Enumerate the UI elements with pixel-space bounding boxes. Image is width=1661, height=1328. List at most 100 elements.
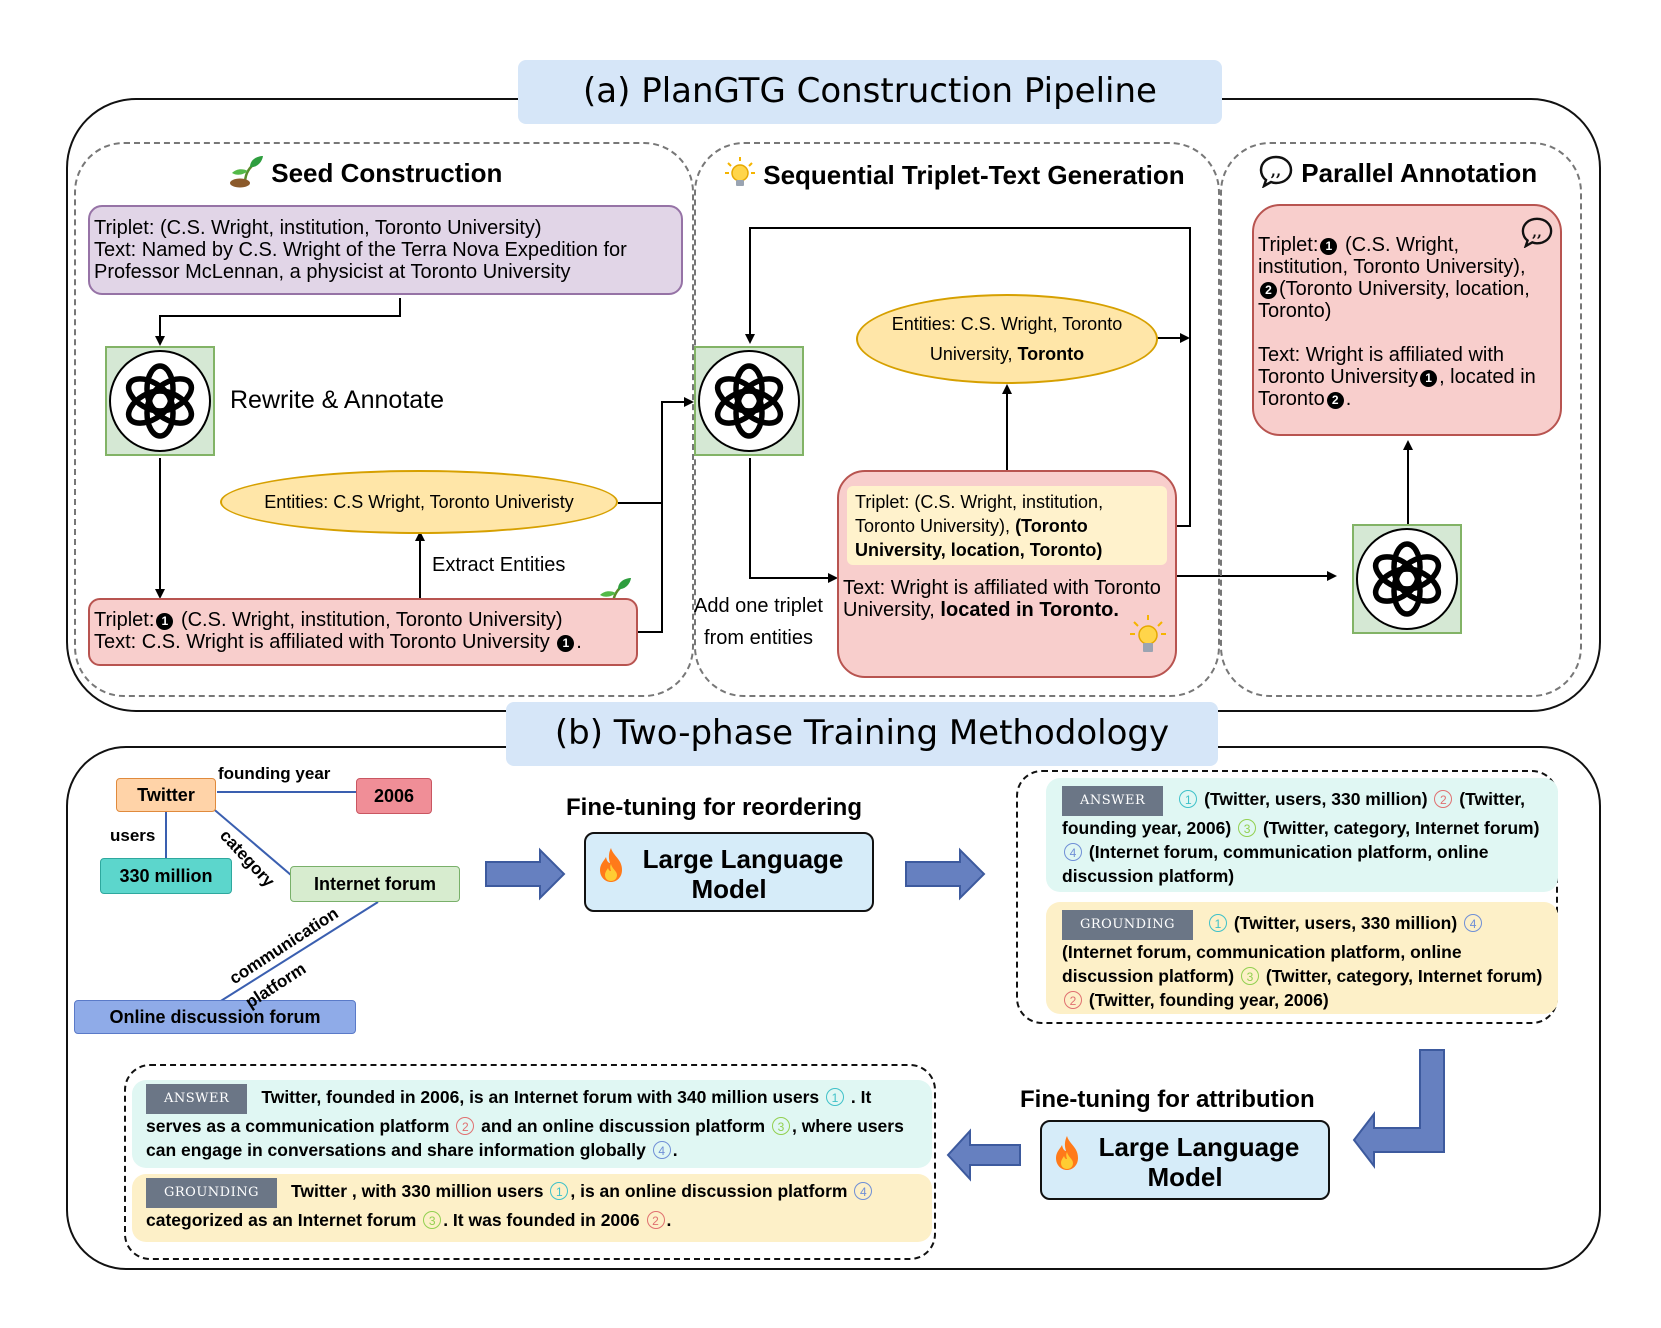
sequential-entities-text: Entities: C.S. Wright, Toronto Universit… (878, 309, 1136, 369)
seed-title-text: Seed Construction (271, 158, 503, 188)
circled-4: 4 (1064, 843, 1082, 861)
entities-plain: Entities: C.S. Wright, Toronto Universit… (891, 314, 1123, 364)
text-body: Text: C.S. Wright is affiliated with Tor… (94, 631, 556, 653)
answer-tag: ANSWER (146, 1084, 248, 1114)
circled-1: 1 (826, 1088, 845, 1106)
node-2006: 2006 (356, 778, 432, 814)
edge-label-users: users (110, 826, 156, 845)
seed-entities-text: Entities: C.S Wright, Toronto Univeristy (264, 492, 574, 512)
sentence-text: and an online discussion platform (476, 1116, 770, 1136)
marker-2: 2 (1260, 282, 1277, 299)
circled-3: 3 (771, 1117, 790, 1135)
triplet-rest: (C.S. Wright, institution, Toronto Unive… (175, 609, 563, 631)
sequential-output-box: Triplet: (C.S. Wright, institution, Toro… (837, 470, 1177, 678)
node-330-million: 330 million (100, 858, 232, 894)
seed-annotated-text: Text: C.S. Wright is affiliated with Tor… (94, 631, 632, 653)
panel-a-title: (a) PlanGTG Construction Pipeline (518, 60, 1222, 124)
reorder-llm-box: Large Language Model (584, 832, 874, 912)
sequential-generation-title: Sequential Triplet-Text Generation (724, 156, 1185, 191)
seed-input-text: Text: Named by C.S. Wright of the Terra … (94, 239, 627, 283)
seed-annotated-triplet: Triplet:1 (C.S. Wright, institution, Tor… (94, 609, 632, 631)
sequential-entities-ellipse: Entities: C.S. Wright, Toronto Universit… (856, 294, 1158, 384)
add-triplet-line1: Add one triplet (694, 595, 823, 617)
sentence-text: , where users can engage in conversation… (146, 1116, 904, 1160)
circled-1: 1 (1179, 790, 1198, 808)
rewrite-annotate-label: Rewrite & Annotate (230, 386, 445, 414)
sentence-text: . It was founded in 2006 (443, 1210, 645, 1230)
parallel-text-part2: , located in Toronto (1258, 366, 1536, 410)
svg-text:,,: ,, (1271, 162, 1281, 180)
quote-bubble-icon-small: ,, (1521, 217, 1553, 248)
circled-2: 2 (1064, 991, 1082, 1009)
circled-3: 3 (423, 1211, 442, 1229)
marker-2: 2 (1326, 392, 1344, 409)
node-twitter: Twitter (116, 778, 216, 812)
add-triplet-label: Add one triplet from entities (694, 590, 823, 654)
triplet-text: (Twitter, category, Internet forum) (1260, 966, 1543, 986)
circled-4: 4 (854, 1182, 873, 1200)
attribution-title: Fine-tuning for attribution (1020, 1086, 1315, 1113)
reorder-llm-line2: Model (691, 874, 767, 904)
marker-1: 1 (156, 613, 174, 630)
lightbulb-icon (725, 157, 755, 186)
edge-label-founding-year: founding year (218, 764, 331, 783)
gpt-model-3 (1352, 524, 1462, 634)
triplet-text: (Internet forum, communication platform,… (1062, 842, 1489, 886)
extract-entities-label: Extract Entities (432, 554, 566, 576)
circled-4: 4 (1464, 914, 1483, 932)
seed-construction-panel (74, 142, 694, 697)
triplet-text: (Twitter, users, 330 million) (1199, 789, 1433, 809)
sentence-text: Twitter, founded in 2006, is an Internet… (261, 1087, 825, 1107)
attribution-output-container (124, 1064, 936, 1260)
seed-input-box: Triplet: (C.S. Wright, institution, Toro… (88, 205, 683, 295)
sentence-text: . (666, 1210, 672, 1230)
sentence-text: . (672, 1140, 678, 1160)
parallel-text-end: . (1345, 388, 1352, 410)
circled-2: 2 (1434, 790, 1453, 808)
panel-b-title: (b) Two-phase Training Methodology (506, 702, 1218, 766)
parallel-triplet-part1: (C.S. Wright, institution, Toronto Unive… (1258, 234, 1526, 278)
openai-logo-icon (1356, 528, 1458, 630)
attribution-llm-box: Large Language Model (1040, 1120, 1330, 1200)
circled-2: 2 (456, 1117, 475, 1135)
seed-entities-ellipse: Entities: C.S Wright, Toronto Univeristy (220, 470, 618, 534)
parallel-annotation-panel (1220, 142, 1582, 697)
triplet-text: (Twitter, users, 330 million) (1228, 913, 1463, 933)
parallel-text-part1: Text: Wright is affiliated with Toronto … (1258, 344, 1505, 388)
triplet-text: (Internet forum, communication platform,… (1062, 942, 1462, 986)
parallel-text: Text: Wright is affiliated with Toronto … (1258, 344, 1552, 410)
node-online-discussion-forum: Online discussion forum (74, 1000, 356, 1034)
parallel-annotation-title: ,, Parallel Annotation (1258, 154, 1537, 189)
reorder-llm-line1: Large Language (642, 844, 844, 874)
seed-annotated-box: Triplet:1 (C.S. Wright, institution, Tor… (88, 598, 638, 666)
marker-1: 1 (1320, 238, 1338, 255)
parallel-triplet: Triplet:1 (C.S. Wright, institution, Tor… (1258, 234, 1552, 322)
parallel-title-text: Parallel Annotation (1301, 158, 1538, 188)
parallel-output-box: ,, Triplet:1 (C.S. Wright, institution, … (1252, 204, 1562, 436)
text-end: . (576, 631, 582, 653)
parallel-triplet-prefix: Triplet: (1258, 234, 1319, 256)
reorder-output-container (1016, 770, 1558, 1024)
sentence-text: . It serves as a communication platform (146, 1087, 872, 1136)
sequential-text-plain: Text: Wright is affiliated with Toronto … (843, 577, 1161, 621)
sequential-triplet-plain: Triplet: (C.S. Wright, institution, Toro… (855, 492, 1104, 536)
sentence-text: categorized as an Internet forum (146, 1210, 422, 1230)
circled-4: 4 (652, 1141, 671, 1159)
attribution-answer-box: ANSWER Twitter, founded in 2006, is an In… (132, 1080, 932, 1168)
circled-1: 1 (1208, 914, 1227, 932)
sequential-text-area: Text: Wright is affiliated with Toronto … (843, 577, 1167, 621)
lightbulb-icon-small (1130, 615, 1166, 652)
fire-icon (600, 848, 622, 882)
marker-1: 1 (557, 635, 575, 652)
attribution-llm-line2: Model (1147, 1162, 1223, 1192)
parallel-triplet-part2: (Toronto University, location, Toronto) (1258, 278, 1530, 322)
gpt-model-2 (694, 346, 804, 456)
triplet-text: (Twitter, category, Internet forum) (1258, 818, 1540, 838)
circled-2: 2 (646, 1211, 665, 1229)
seed-input-triplet: Triplet: (C.S. Wright, institution, Toro… (94, 217, 542, 239)
triplet-text: (Twitter, founding year, 2006) (1084, 990, 1329, 1010)
add-triplet-line2: from entities (704, 627, 813, 649)
attribution-llm-line1: Large Language (1098, 1132, 1300, 1162)
